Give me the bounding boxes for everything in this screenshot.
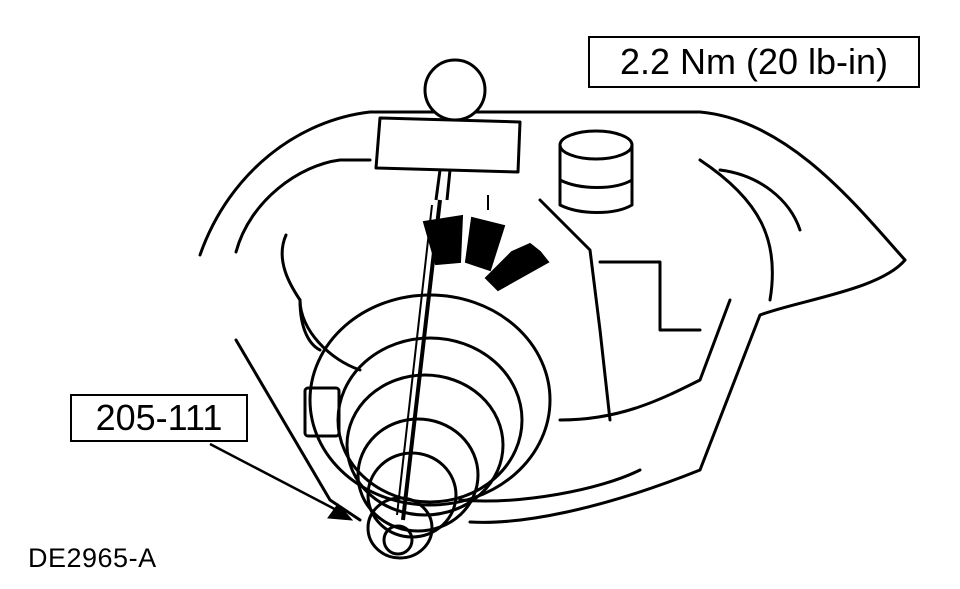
torque-spec-callout: 2.2 Nm (20 lb-in): [588, 36, 920, 88]
wrench-handle: [374, 116, 522, 174]
flange-tab: [303, 386, 341, 438]
housing-lower-edge: [458, 468, 642, 503]
pinion-nut: [366, 496, 434, 560]
boss-band: [558, 178, 634, 189]
boss-top: [558, 129, 634, 161]
housing-left-lip: [280, 233, 322, 352]
flange-outer: [308, 293, 552, 507]
wrench-knob: [423, 58, 487, 122]
rotation-arrow: [422, 214, 550, 292]
flange-ring-2: [345, 373, 505, 517]
housing-inner-shelf: [558, 298, 732, 422]
housing-center-ridge: [538, 198, 612, 422]
housing-right-edge: [468, 258, 907, 524]
figure-id-label: DE2965-A: [28, 543, 157, 573]
pinion-shaft-end: [382, 524, 414, 556]
torque-wrench: [374, 58, 522, 521]
torque-spec-text: 2.2 Nm (20 lb-in): [619, 41, 889, 82]
flange-ring-3: [356, 417, 480, 533]
boss-body: [558, 143, 634, 214]
housing-left-flange: [234, 338, 362, 522]
housing-outline: [198, 110, 907, 262]
tool-leader: [209, 442, 349, 518]
housing-left-body: [298, 298, 362, 372]
tool-number-callout: 205-111: [70, 394, 248, 442]
housing-inner-left: [234, 158, 372, 254]
housing-casting-line: [718, 168, 802, 232]
tool-number-text: 205-111: [95, 397, 223, 438]
tool-leader-arrowhead: [327, 503, 354, 521]
housing-right-inner: [598, 260, 702, 332]
housing-right-curve: [698, 158, 774, 302]
